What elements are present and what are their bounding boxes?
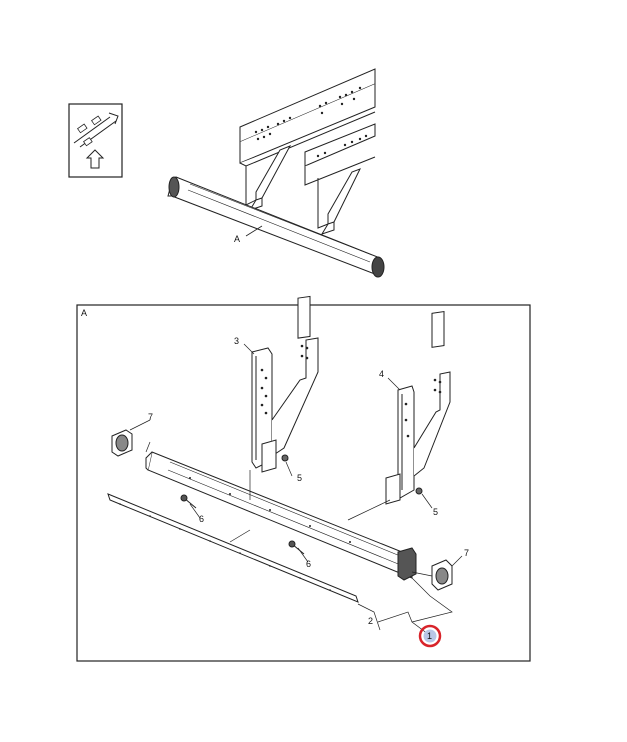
callout-5-left: 5 (297, 473, 302, 483)
part-3-bracket (251, 295, 319, 473)
part-7-end-cap-left (111, 429, 133, 457)
overview-frame-assembly (167, 68, 385, 278)
assembly-lines (145, 441, 433, 577)
callout-1: 1 (427, 631, 432, 641)
callout-2: 2 (368, 616, 373, 626)
callout-4: 4 (379, 369, 384, 379)
callout-A-label: A (234, 234, 240, 244)
part-6-bolt-right (288, 540, 305, 555)
vehicle-direction-icon (68, 103, 123, 178)
part-6-bolt-left (180, 494, 197, 509)
callout-3: 3 (234, 336, 239, 346)
callout-7-right: 7 (464, 548, 469, 558)
callout-A: A (234, 225, 263, 244)
callout-6-left: 6 (199, 514, 204, 524)
detail-box-title: A (81, 308, 87, 318)
part-7-end-cap-right (431, 559, 453, 591)
callout-5-right: 5 (433, 507, 438, 517)
callout-7-left: 7 (148, 412, 153, 422)
part-2-strip (107, 493, 359, 603)
callout-leaders (129, 343, 463, 635)
part-4-bracket (385, 311, 451, 505)
detail-box (76, 304, 531, 662)
callout-6-right: 6 (306, 559, 311, 569)
callout-1-highlight[interactable]: 1 (418, 624, 442, 648)
part-1-crossmember (145, 451, 417, 581)
